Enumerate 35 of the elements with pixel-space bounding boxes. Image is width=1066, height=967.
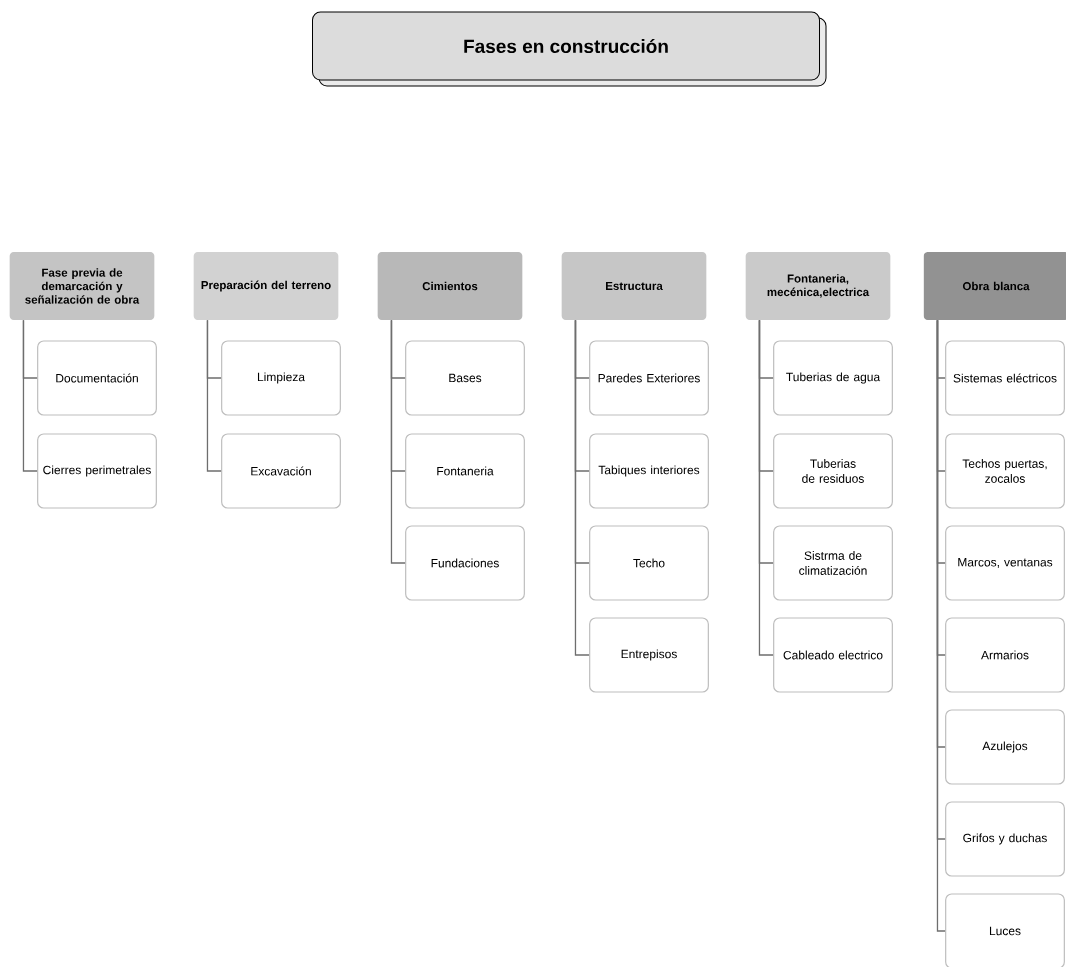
item-box: Cierres perimetrales [37,433,157,509]
header-box: Fase previa de demarcación y señalización de obra [9,252,155,320]
item-box: Cableado electrico [773,617,893,693]
item-box: Sistrma de climatización [773,525,893,601]
item-box: Entrepisos [589,617,709,693]
item-box: Sistemas eléctricos [945,340,1065,416]
item-box: Tuberias de agua [773,340,893,416]
item-box: Excavación [221,433,341,509]
item-box: Luces [945,893,1065,967]
item-box: Techos puertas, zocalos [945,433,1065,509]
connector-line [758,319,774,656]
item-box: Armarios [945,617,1065,693]
header-box: Preparación del terreno [193,252,339,320]
item-box: Marcos, ventanas [945,525,1065,601]
header-box: Estructura [561,252,707,320]
item-box: Tabiques interiores [589,433,709,509]
item-box: Fundaciones [405,525,525,601]
header-box: Cimientos [377,252,523,320]
header-box: Obra blanca [923,252,1066,320]
item-box: Grifos y duchas [945,801,1065,877]
connector-line [22,319,38,472]
connector-line [574,319,590,656]
item-box: Limpieza [221,340,341,416]
item-box: Bases [405,340,525,416]
title-box: Fases en construcción [312,11,820,81]
item-box: Azulejos [945,709,1065,785]
connector-line [206,319,222,472]
item-box: Paredes Exteriores [589,340,709,416]
connector-line [936,319,946,932]
item-box: Tuberias de residuos [773,433,893,509]
item-box: Fontaneria [405,433,525,509]
item-box: Techo [589,525,709,601]
connector-line [390,319,406,564]
item-box: Documentación [37,340,157,416]
header-box: Fontaneria, mecénica,electrica [745,252,891,320]
